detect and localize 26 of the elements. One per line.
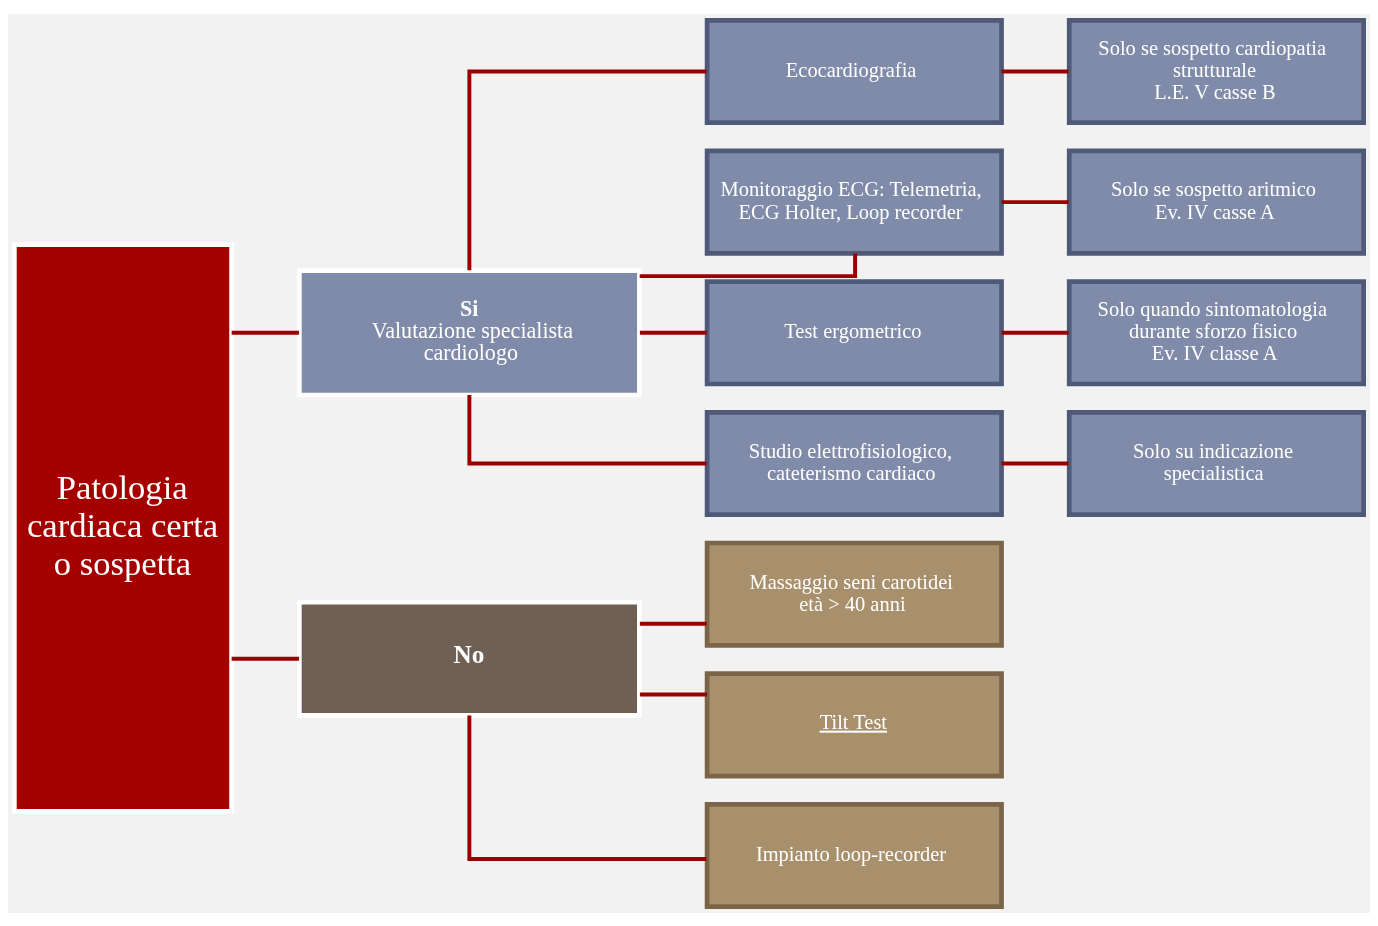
connector	[639, 692, 707, 696]
node-box: Si Valutazione specialista cardiologo	[296, 267, 642, 397]
connector	[1001, 330, 1069, 335]
node-box: Ecocardiografia	[704, 17, 1004, 125]
node-box: Test ergometrico	[704, 278, 1004, 386]
connector	[467, 715, 707, 861]
connector	[639, 621, 707, 626]
node-box: Studio elettrofisiologico, cateterismo cardiaco	[704, 409, 1004, 517]
node-box: Tilt Test	[704, 670, 1004, 778]
connector	[467, 394, 707, 465]
connector	[1001, 461, 1069, 465]
node-box: Monitoraggio ECG: Telemetria, ECG Holter, Loop recorder	[704, 148, 1004, 256]
connector	[231, 330, 299, 335]
node-box: Solo su indicazione specialistica	[1066, 409, 1366, 517]
node-box: Impianto loop-recorder	[704, 801, 1004, 909]
connector	[1001, 69, 1069, 73]
node-box: Solo se sospetto aritmico Ev. IV casse A	[1066, 148, 1366, 256]
node-box: Patologia cardiaca certa o sospetta	[12, 241, 234, 814]
node-box: No	[296, 599, 642, 718]
connector	[467, 69, 707, 270]
connector	[639, 330, 707, 335]
node-box: Massaggio seni carotidei età > 40 anni	[704, 540, 1004, 648]
node-box: Solo quando sintomatologia durante sforzo fisico Ev. IV classe A	[1066, 278, 1366, 386]
connector	[231, 656, 299, 661]
connector	[1001, 199, 1069, 204]
node-box: Solo se sospetto cardiopatia strutturale L.E. V casse B	[1066, 17, 1366, 125]
